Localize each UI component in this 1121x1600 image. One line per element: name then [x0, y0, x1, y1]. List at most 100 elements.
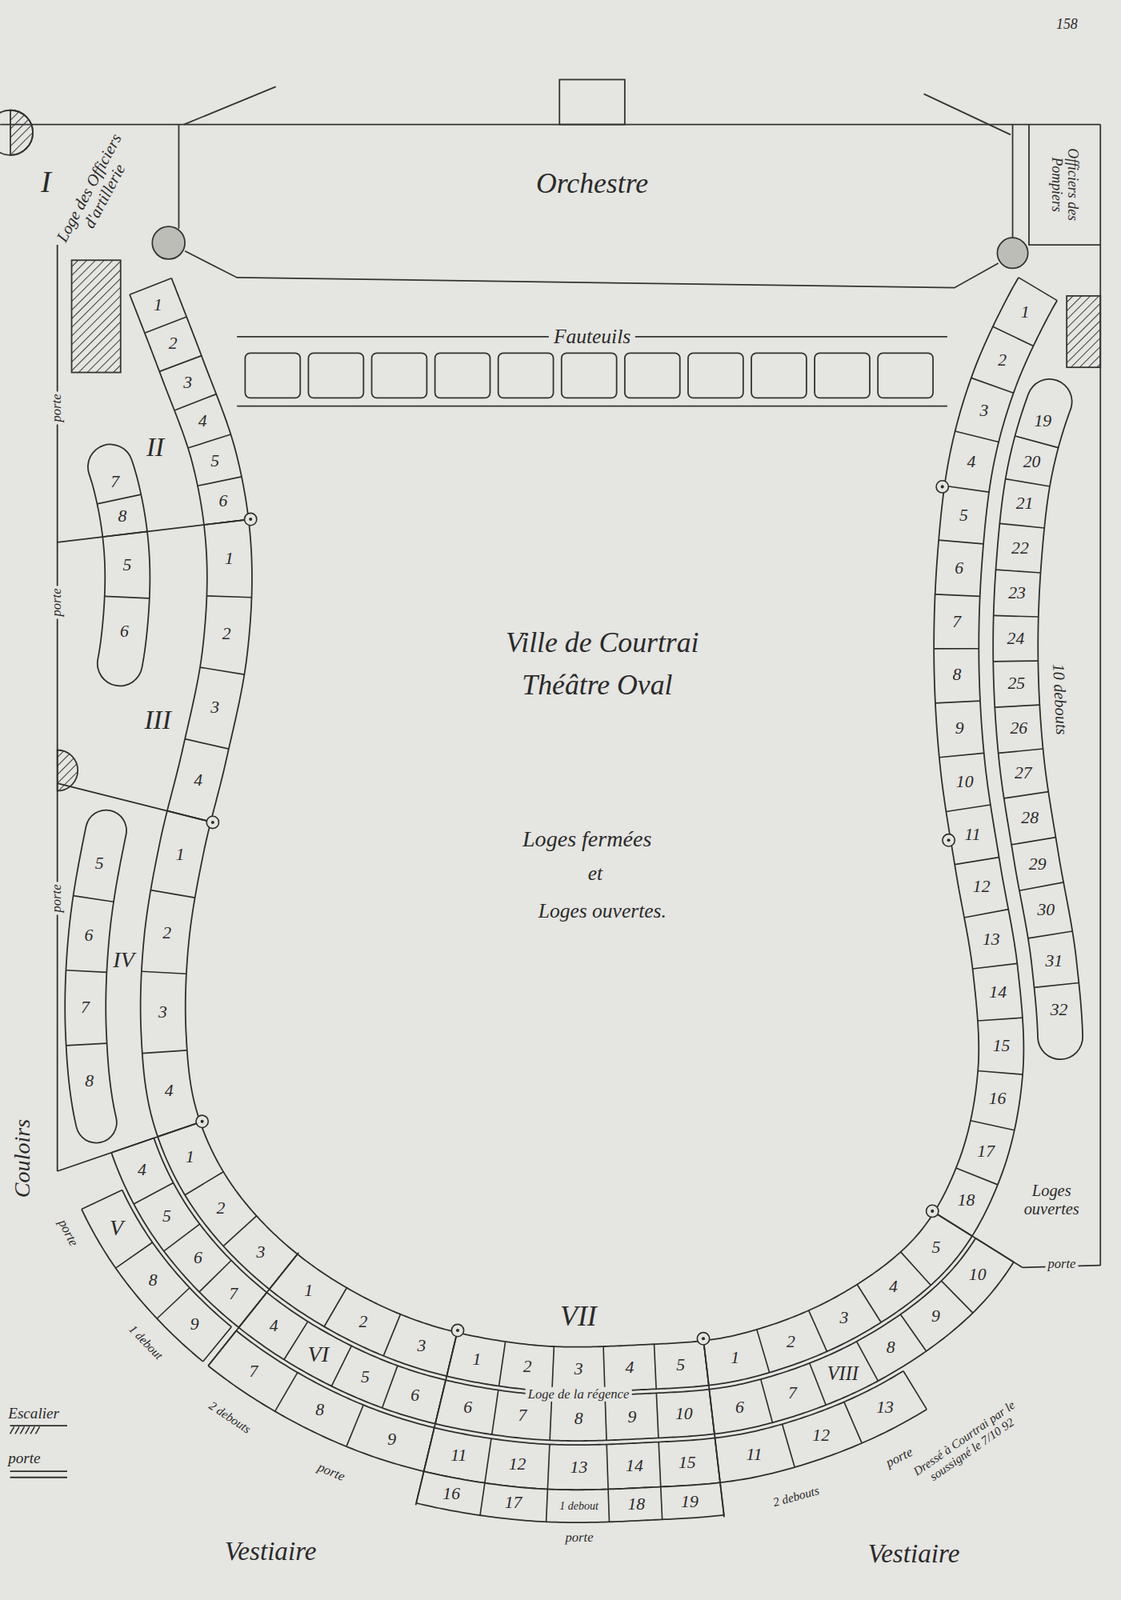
box-divider — [96, 494, 141, 505]
plan-note: Dressé à Courtrai par le soussigné le 7/… — [905, 1395, 1030, 1494]
legend-hatch — [10, 1426, 15, 1434]
box-row-outline — [712, 1250, 995, 1413]
pillar-dot — [211, 820, 215, 825]
box-divider — [992, 326, 1034, 346]
box-number: 21 — [1016, 494, 1034, 514]
box-divider — [944, 485, 989, 493]
plan-note: Loges fermées — [522, 826, 652, 852]
section-line — [932, 1211, 1022, 1268]
box-number: 6 — [193, 1249, 203, 1269]
box-number: 4 — [198, 412, 208, 432]
box-row-fill — [179, 1129, 285, 1273]
box-number: 24 — [1007, 629, 1025, 649]
box-number: 3 — [416, 1337, 426, 1357]
box-number: 2 — [222, 624, 232, 645]
section-line — [57, 1121, 203, 1172]
box-number: 13 — [570, 1458, 589, 1478]
corridor-wall — [56, 244, 59, 1172]
plan-note: porte — [313, 1458, 350, 1486]
plan-note: porte — [53, 1215, 82, 1252]
box-divider — [383, 1314, 401, 1357]
box-number: 8 — [117, 507, 127, 527]
box-number: 3 — [256, 1243, 265, 1263]
plan-note: 158 — [1056, 16, 1078, 33]
box-number: 25 — [1007, 674, 1025, 694]
pillar — [152, 226, 185, 260]
box-number: 9 — [628, 1408, 637, 1428]
box-number: 5 — [162, 1207, 172, 1227]
box-number: 5 — [932, 1238, 941, 1258]
box-divider — [603, 1346, 605, 1392]
box-number: 10 — [968, 1265, 987, 1286]
plan-note: 2 debouts — [768, 1483, 823, 1511]
box-divider — [935, 594, 981, 597]
plan-note: 10 debouts — [1048, 663, 1071, 736]
prompter-box — [559, 79, 625, 125]
box-divider — [654, 1344, 657, 1390]
officers-box-outline — [1028, 124, 1101, 246]
plan-note: Loge des Officiers d'artillerie — [49, 124, 145, 260]
box-number: 3 — [980, 401, 989, 421]
stair-symbol — [10, 110, 33, 156]
box-number: 19 — [680, 1493, 699, 1513]
box-number: 2 — [168, 335, 178, 355]
box-divider — [1005, 479, 1050, 487]
box-divider — [116, 1242, 153, 1269]
legend-hatch — [20, 1426, 25, 1434]
box-number: 1 — [472, 1350, 482, 1370]
box-divider — [206, 596, 252, 598]
box-number: 1 — [730, 1349, 740, 1370]
pillar-dot — [940, 484, 945, 489]
box-number: 8 — [886, 1338, 896, 1358]
plan-note: Théâtre Oval — [521, 670, 673, 702]
box-number: 8 — [148, 1271, 158, 1291]
box-number: 22 — [1011, 539, 1029, 559]
section-line — [416, 1330, 458, 1506]
armchair — [372, 352, 428, 398]
box-number: 4 — [164, 1081, 174, 1101]
box-number: 9 — [387, 1430, 397, 1450]
plan-note: Ville de Courtrai — [505, 627, 699, 659]
box-divider — [941, 1281, 973, 1314]
box-number: 11 — [450, 1447, 467, 1467]
box-divider — [956, 1168, 998, 1186]
box-divider — [65, 970, 107, 973]
box-divider — [900, 1252, 932, 1286]
box-number: 5 — [210, 452, 220, 472]
box-divider — [992, 660, 1038, 662]
box-number: 2 — [523, 1357, 533, 1378]
box-divider — [1004, 792, 1049, 799]
box-number: 16 — [442, 1485, 461, 1505]
box-number: 8 — [315, 1401, 325, 1421]
box-divider — [197, 476, 242, 486]
legend-hatch — [15, 1426, 20, 1434]
plan-note: Loge de la régence — [525, 1387, 633, 1403]
section-line — [57, 783, 213, 823]
box-divider — [782, 1424, 796, 1468]
pillar-dot — [701, 1337, 705, 1341]
box-divider — [604, 1395, 607, 1441]
box-divider — [164, 1224, 201, 1252]
box-divider — [499, 1341, 506, 1387]
legend-item: Escalier — [8, 1405, 72, 1437]
pillar-dot — [456, 1329, 460, 1333]
box-number: 9 — [931, 1307, 941, 1327]
box-number: 5 — [959, 506, 969, 526]
box-divider — [996, 569, 1041, 573]
armchair — [814, 352, 870, 398]
box-number: 7 — [248, 1362, 258, 1382]
box-number: 2 — [997, 351, 1007, 371]
box-number: 4 — [137, 1161, 147, 1181]
box-divider — [552, 1346, 555, 1392]
box-number: 3 — [158, 1003, 168, 1023]
plan-note: porte — [49, 881, 65, 915]
box-divider — [1018, 277, 1057, 301]
box-number: 32 — [1050, 1000, 1069, 1021]
box-number: 18 — [627, 1495, 645, 1515]
pillar-dot — [930, 1209, 934, 1214]
armchair — [561, 352, 617, 398]
box-divider — [900, 1314, 926, 1352]
box-divider — [104, 596, 150, 598]
box-divider — [184, 739, 229, 749]
box-number: 31 — [1044, 952, 1063, 972]
